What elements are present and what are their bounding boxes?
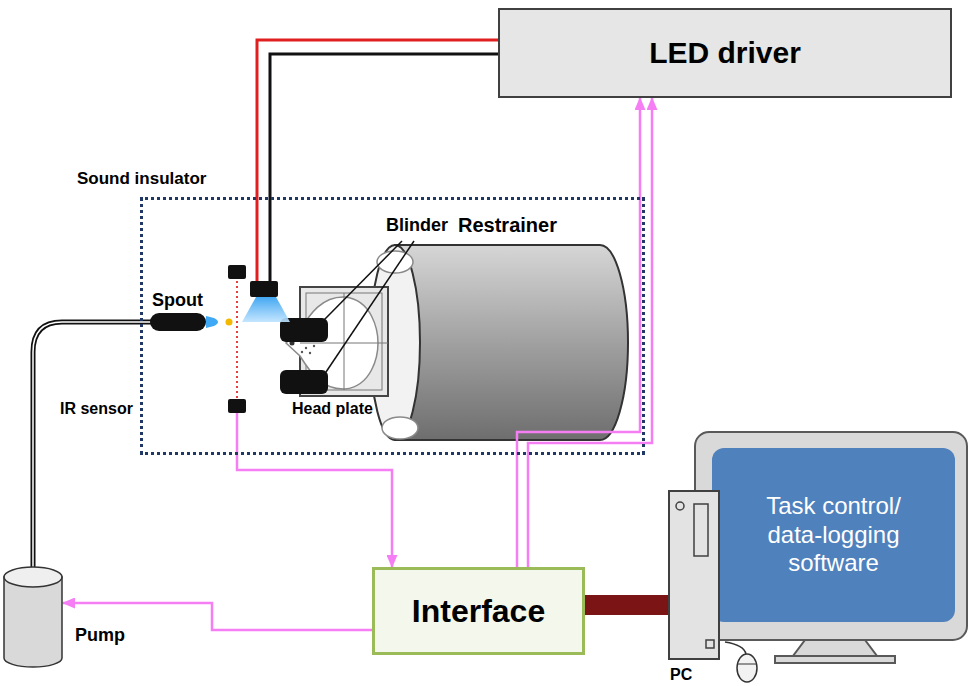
driver-box: LED driver [498,8,952,98]
monitor-stand [793,640,877,656]
power-button [676,502,684,510]
node-label: Sound insulator [77,169,206,189]
screen: Task control/ data-logging software [712,448,955,622]
drive-slot [694,504,708,556]
leader-line [324,241,402,320]
spout-tube [33,322,152,567]
node-label: Task control/ data-logging software [744,492,924,578]
node-label: PC [670,665,692,684]
mouse-ear [382,417,418,439]
pump-top [4,567,62,587]
monitor-bezel [695,432,967,640]
part-label: Restrainer [458,213,557,237]
computer-mouse [737,654,757,682]
part-label: Spout [152,290,203,312]
signal-arrow [528,98,652,567]
signal-arrow [237,413,392,567]
mouse-cable [725,642,746,654]
head-plate-bar [344,293,345,390]
restrainer-cylinder [395,245,628,440]
spout [150,313,206,331]
pc-tower: PC [668,490,720,660]
node-label: Pump [75,625,125,647]
node-label: LED driver [649,35,801,71]
pump-body [4,577,62,667]
blinder [280,370,328,394]
monitor-base [775,656,895,663]
water-drop [226,319,233,326]
tower-shape [670,492,718,658]
ribbon-cable [585,595,668,615]
interface-box: Interface [372,567,585,655]
ir-beam [236,281,238,398]
led-light [242,297,290,322]
ir-sensor: IR sensor [228,399,246,413]
port [706,640,714,648]
pump-shape [3,565,63,668]
spout-nozzle [206,316,218,328]
node-label: Interface [412,592,545,630]
leader-line [326,241,414,372]
part-label: Head plate [292,399,373,418]
ir-emitter [228,265,246,279]
part-label: Blinder [386,215,448,237]
mouse-button-line [737,664,757,665]
led [250,281,278,297]
insulator-region: Sound insulatorIR sensor [140,197,645,455]
pump: Pump [3,565,63,668]
spout-tube-core [33,322,152,567]
node-label: IR sensor [60,399,133,418]
signal-arrow [517,98,640,567]
